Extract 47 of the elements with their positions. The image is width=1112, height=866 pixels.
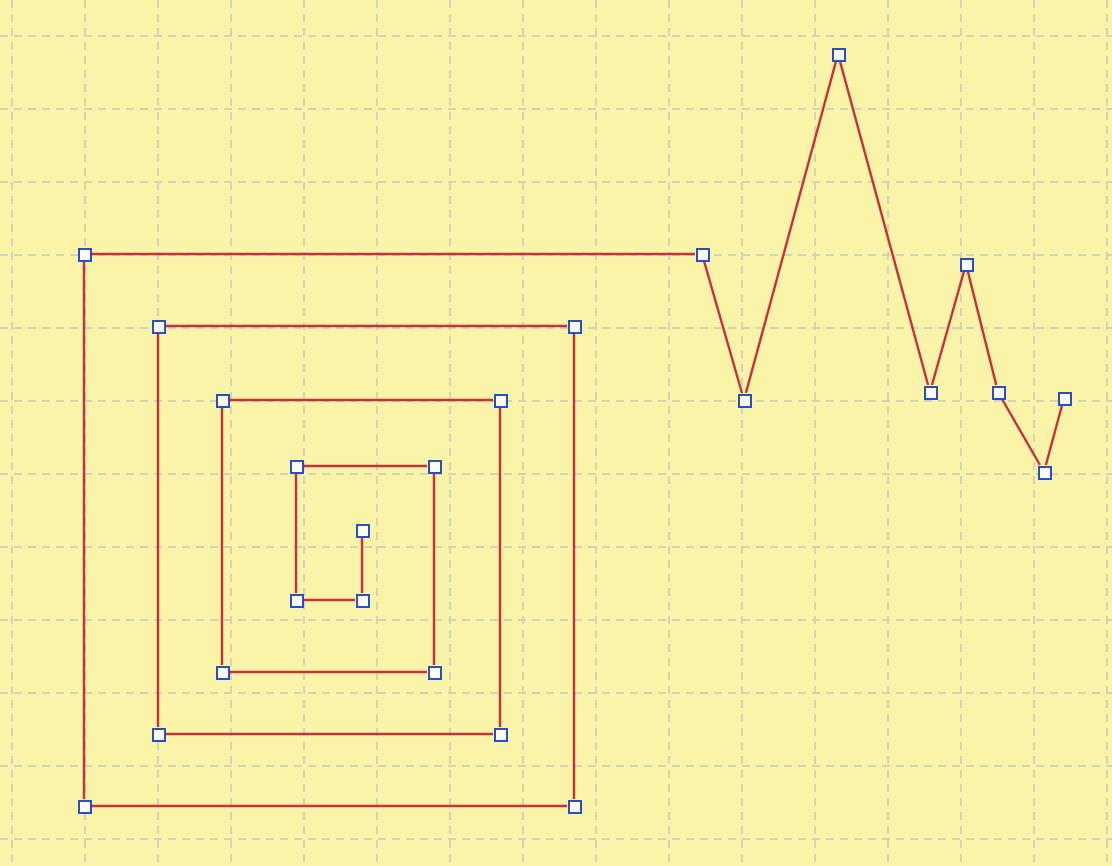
- vertex-handle: [832, 48, 846, 62]
- vertex-handle: [428, 666, 442, 680]
- vertex-handle: [924, 386, 938, 400]
- line-segment: [1001, 398, 1041, 466]
- line-segment: [702, 260, 744, 394]
- vertex-handle: [1058, 392, 1072, 406]
- line-segment: [838, 60, 930, 386]
- vertex-handle: [1038, 466, 1052, 480]
- vertex-handle: [428, 460, 442, 474]
- vertex-handle: [78, 800, 92, 814]
- line-segment: [744, 60, 838, 394]
- vertex-handle: [568, 320, 582, 334]
- line-segment: [930, 270, 966, 386]
- vertex-handle: [960, 258, 974, 272]
- line-segment: [165, 324, 567, 328]
- vertex-handle: [78, 248, 92, 262]
- line-segment: [229, 398, 493, 402]
- line-segment: [220, 407, 224, 665]
- line-segment: [498, 407, 502, 727]
- line-segment: [303, 464, 427, 468]
- vertex-handle: [494, 394, 508, 408]
- vertex-handle: [216, 666, 230, 680]
- vertex-handle: [992, 386, 1006, 400]
- line-segment: [572, 333, 576, 799]
- line-segment: [303, 598, 355, 602]
- line-segment: [91, 804, 567, 808]
- vertex-handle: [738, 394, 752, 408]
- vertex-handle: [152, 320, 166, 334]
- vertex-handle: [290, 594, 304, 608]
- vertex-handle: [568, 800, 582, 814]
- line-segment: [1044, 404, 1064, 466]
- vertex-handle: [356, 524, 370, 538]
- line-segment: [165, 732, 493, 736]
- vertex-handle: [152, 728, 166, 742]
- line-segment: [294, 473, 298, 593]
- vertex-handle: [290, 460, 304, 474]
- line-segment: [432, 473, 436, 665]
- vertex-handle: [494, 728, 508, 742]
- line-segment: [360, 537, 364, 593]
- line-segment: [91, 252, 695, 256]
- vertex-handle: [696, 248, 710, 262]
- vertex-handle: [216, 394, 230, 408]
- line-segment: [156, 333, 160, 727]
- vertex-handle: [356, 594, 370, 608]
- line-segment: [229, 670, 427, 674]
- line-segment: [82, 261, 86, 799]
- line-segment: [966, 270, 998, 386]
